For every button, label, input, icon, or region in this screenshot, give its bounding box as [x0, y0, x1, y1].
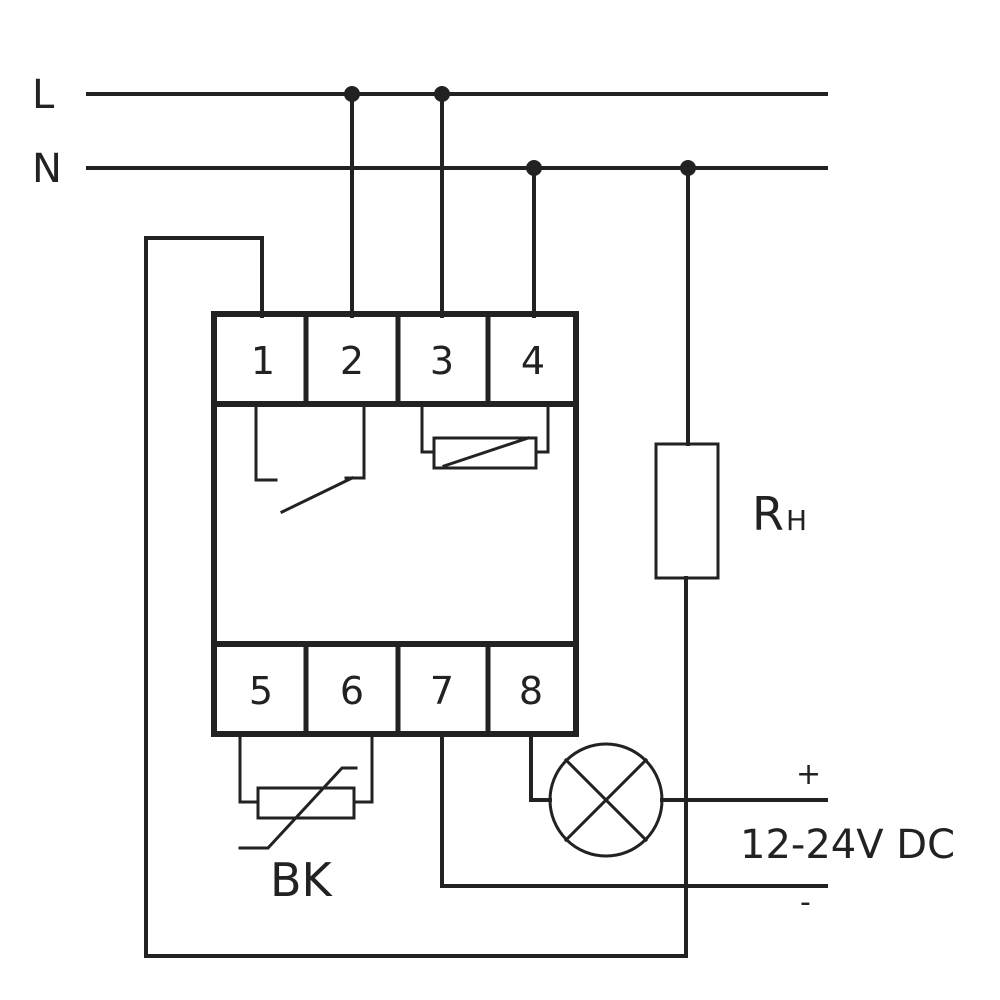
temperature-sensor-thermistor [256, 786, 356, 820]
terminal-2-label: 2 [340, 339, 364, 383]
relay-contact-switch [279, 475, 355, 515]
dc-supply-label: 12-24V DC [740, 822, 955, 868]
wire-terminal-8-to-lamp [529, 732, 552, 802]
wire-terminal-1-loop [144, 236, 688, 958]
wire-terminal-7-to-dc-minus [440, 732, 828, 888]
relay-coil-lead [420, 402, 436, 454]
relay-contact-common [344, 402, 366, 480]
relay-coil-lead [534, 402, 550, 454]
relay-coil [432, 436, 538, 470]
terminal-4-label: 4 [521, 339, 545, 383]
relay-coil-diagonal [442, 436, 530, 468]
heater-label: RH [752, 487, 807, 541]
sensor-lead [352, 732, 374, 804]
indicator-lamp-cross [563, 757, 649, 843]
heater-resistor [654, 442, 720, 580]
terminal-3-label: 3 [430, 339, 454, 383]
terminal-5-label: 5 [249, 669, 273, 713]
relay-housing [211, 311, 579, 737]
thermistor-diagonal [238, 766, 358, 850]
dc-minus-label: - [800, 885, 811, 920]
phase-line-label: L [32, 72, 55, 118]
terminal-1-label: 1 [251, 339, 275, 383]
terminal-6-label: 6 [340, 669, 364, 713]
terminal-8-label: 8 [519, 669, 543, 713]
terminal-7-label: 7 [430, 669, 454, 713]
relay-contact-fixed [254, 402, 278, 482]
dc-plus-label: + [796, 757, 821, 792]
sensor-lead [238, 732, 260, 804]
neutral-line-label: N [32, 146, 62, 192]
sensor-label: BK [270, 853, 334, 907]
